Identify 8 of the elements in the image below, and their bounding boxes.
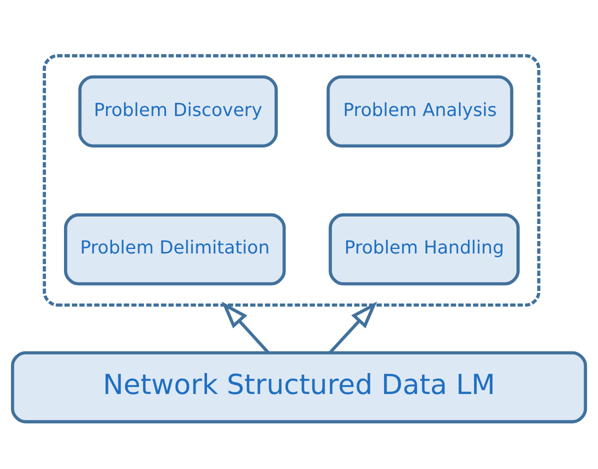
node-box: Problem Analysis bbox=[326, 75, 514, 148]
node-box: Problem Handling bbox=[328, 213, 520, 286]
cluster bbox=[42, 54, 540, 307]
node-box: Network Structured Data LM bbox=[10, 351, 588, 424]
arrow bbox=[222, 302, 270, 354]
node-box: Problem Delimitation bbox=[64, 213, 286, 286]
arrow bbox=[328, 302, 378, 354]
node-box: Problem Discovery bbox=[78, 75, 278, 148]
